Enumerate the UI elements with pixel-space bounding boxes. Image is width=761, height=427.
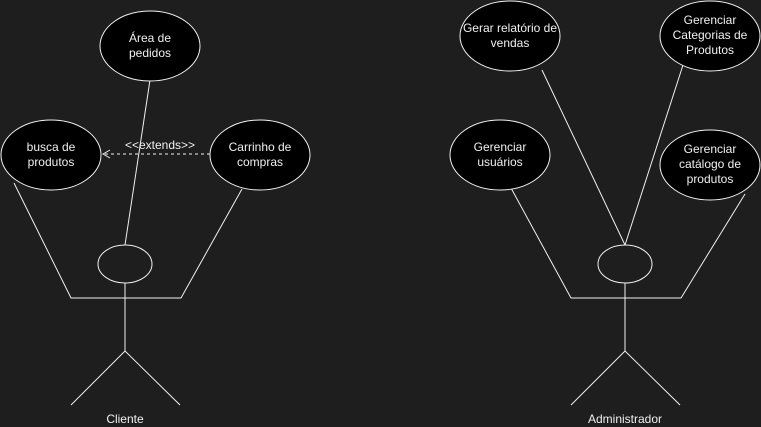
use-case-gerar-relatorio-line-1: Gerar relatório de: [463, 21, 557, 35]
use-case-area-pedidos-line-1: Área de: [129, 30, 171, 45]
use-case-gerenciar-usuarios-line-2: usuários: [477, 155, 522, 169]
use-case-busca-produtos-line-1: busca de: [27, 140, 76, 154]
actor-administrador-left-leg: [570, 350, 626, 406]
use-case-gerar-relatorio-line-2: vendas: [491, 36, 530, 50]
use-case-carrinho-compras-line-2: compras: [237, 155, 283, 169]
use-case-gerar-relatorio: Gerar relatório de vendas: [459, 0, 561, 72]
use-case-gerenciar-usuarios: Gerenciar usuários: [449, 119, 551, 191]
use-case-carrinho-compras-line-1: Carrinho de: [229, 140, 292, 154]
association-gerenciar-categorias: [624, 64, 684, 246]
association-area-pedidos: [124, 79, 151, 246]
use-case-gerenciar-categorias-line-3: Produtos: [686, 43, 734, 57]
use-case-gerenciar-categorias-line-1: Gerenciar: [684, 13, 737, 27]
actor-administrador-right-leg: [624, 350, 681, 406]
actor-administrador-label: Administrador: [588, 412, 662, 426]
use-case-gerenciar-categorias-line-2: Categorias de: [673, 28, 748, 42]
use-case-gerenciar-catalogo-line-2: catálogo de: [679, 157, 741, 171]
use-case-gerenciar-usuarios-line-1: Gerenciar: [474, 140, 527, 154]
association-gerar-relatorio: [541, 69, 626, 246]
actor-cliente-left-leg: [70, 350, 126, 406]
actor-administrador-arms: [510, 187, 746, 299]
actor-administrador: Administrador: [510, 187, 746, 426]
use-case-area-pedidos: Área de pedidos: [99, 10, 201, 82]
use-case-busca-produtos-line-2: produtos: [28, 155, 75, 169]
actor-cliente-head: [97, 244, 153, 284]
use-case-carrinho-compras: Carrinho de compras: [209, 119, 311, 191]
use-case-gerenciar-categorias: Gerenciar Categorias de Produtos: [659, 0, 761, 72]
actor-cliente-label: Cliente: [106, 412, 144, 426]
actor-cliente-arms: [13, 182, 243, 299]
actor-cliente: Cliente: [13, 182, 243, 426]
extend-label: <<extends>>: [125, 138, 195, 152]
use-case-gerenciar-catalogo-line-3: produtos: [687, 172, 734, 186]
use-case-area-pedidos-line-2: pedidos: [129, 46, 171, 60]
use-case-busca-produtos: busca de produtos: [0, 119, 102, 191]
use-case-gerenciar-catalogo-line-1: Gerenciar: [684, 142, 737, 156]
actor-cliente-right-leg: [124, 350, 181, 406]
actor-administrador-head: [597, 244, 653, 284]
use-case-gerenciar-catalogo: Gerenciar catálogo de produtos: [659, 129, 761, 201]
